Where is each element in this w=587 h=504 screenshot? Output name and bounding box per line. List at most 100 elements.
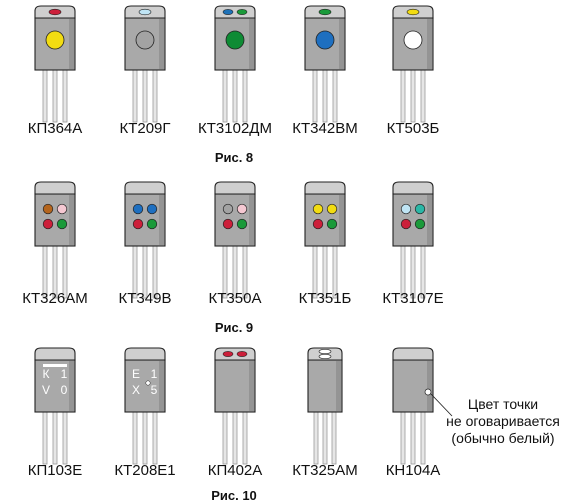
lead-1: [42, 67, 48, 123]
top-dot-2: [236, 351, 248, 357]
transistor-label: КТ3102ДМ: [198, 120, 272, 137]
lead-2: [232, 67, 238, 123]
body-shade: [159, 195, 164, 245]
transistor-cap: [34, 181, 76, 195]
lead-2: [410, 67, 416, 123]
figure-caption: Рис. 9: [214, 320, 254, 335]
body-shade: [159, 19, 164, 69]
transistor-1-3: [214, 5, 256, 123]
marking-char: Е: [132, 367, 140, 381]
transistor-label: КТ503Б: [386, 120, 440, 137]
transistor-3-4: [307, 347, 343, 465]
lead-1: [312, 67, 318, 123]
marking-char: 5: [151, 383, 158, 397]
lead-1: [313, 409, 319, 465]
transistor-label: КП402А: [207, 462, 263, 479]
figure-caption: Рис. 10: [211, 488, 257, 503]
face-dot-3: [400, 218, 412, 230]
transistor-label: КТ349В: [118, 290, 172, 307]
face-dot-1: [312, 203, 324, 215]
face-dot: [315, 30, 335, 50]
marking-char: X: [132, 383, 140, 397]
marking-char: 0: [61, 383, 68, 397]
face-dot-1: [42, 203, 54, 215]
lead-1: [132, 67, 138, 123]
face-dot-4: [414, 218, 426, 230]
transistor-cap: [214, 347, 256, 361]
transistor-body: [392, 359, 434, 413]
body-shade: [249, 195, 254, 245]
white-bar: [43, 364, 67, 367]
transistor-label: КТ208Е1: [114, 462, 176, 479]
face-dot-3: [312, 218, 324, 230]
transistor-body: [392, 193, 434, 247]
transistor-2-4: [304, 181, 346, 299]
transistor-label: КТ350А: [208, 290, 262, 307]
transistor-body: [304, 17, 346, 71]
face-dot-2: [56, 203, 68, 215]
transistor-body: [34, 359, 76, 413]
transistor-cap: [124, 347, 166, 361]
marking-char: 1: [61, 367, 68, 381]
marking-char: V: [42, 383, 50, 397]
lead-1: [400, 409, 406, 465]
face-dot-3: [222, 218, 234, 230]
lead-3: [62, 67, 68, 123]
top-dot: [318, 8, 332, 16]
face-dot: [225, 30, 245, 50]
body-shade: [69, 361, 74, 411]
color-note-line-2: не оговаривается: [446, 413, 560, 429]
face-dot-2: [414, 203, 426, 215]
lead-2: [232, 409, 238, 465]
body-shade: [336, 361, 341, 411]
transistor-cap: [214, 181, 256, 195]
body-shade: [69, 195, 74, 245]
lead-3: [420, 409, 426, 465]
figure-caption: Рис. 8: [214, 150, 254, 165]
transistor-label: КТ325АМ: [292, 462, 358, 479]
body-shade: [339, 19, 344, 69]
lead-3: [331, 409, 337, 465]
transistor-1-4: [304, 5, 346, 123]
transistor-cap: [214, 5, 256, 19]
top-dot: [406, 8, 420, 16]
lead-3: [62, 409, 68, 465]
body-shade: [159, 361, 164, 411]
lead-1: [400, 67, 406, 123]
transistor-label: КП103Е: [27, 462, 83, 479]
lead-2: [52, 409, 58, 465]
lead-2: [322, 409, 328, 465]
lead-1: [222, 67, 228, 123]
face-dot-4: [236, 218, 248, 230]
marking-char: К: [43, 367, 50, 381]
transistor-label: КТ351Б: [298, 290, 352, 307]
transistor-2-2: [124, 181, 166, 299]
body-shade: [427, 361, 432, 411]
face-dot-4: [146, 218, 158, 230]
top-dot-1: [222, 9, 234, 15]
body-shade: [69, 19, 74, 69]
color-note-line-1: Цвет точки: [467, 396, 539, 412]
color-note-line-3: (обычно белый): [451, 430, 555, 446]
transistor-body: [214, 359, 256, 413]
body-shade: [249, 19, 254, 69]
transistor-cap: [392, 347, 434, 361]
face-dot-2: [146, 203, 158, 215]
top-dot-2: [236, 9, 248, 15]
lead-3: [420, 67, 426, 123]
lead-2: [142, 409, 148, 465]
face-dot: [135, 30, 155, 50]
body-shade: [427, 195, 432, 245]
lead-2: [322, 67, 328, 123]
transistor-1-2: [124, 5, 166, 123]
lead-3: [242, 409, 248, 465]
lead-3: [332, 67, 338, 123]
lead-1: [222, 409, 228, 465]
top-dot-1: [222, 351, 234, 357]
transistor-body: [307, 359, 343, 413]
transistor-label: КТ326АМ: [22, 290, 88, 307]
transistor-body: [304, 193, 346, 247]
